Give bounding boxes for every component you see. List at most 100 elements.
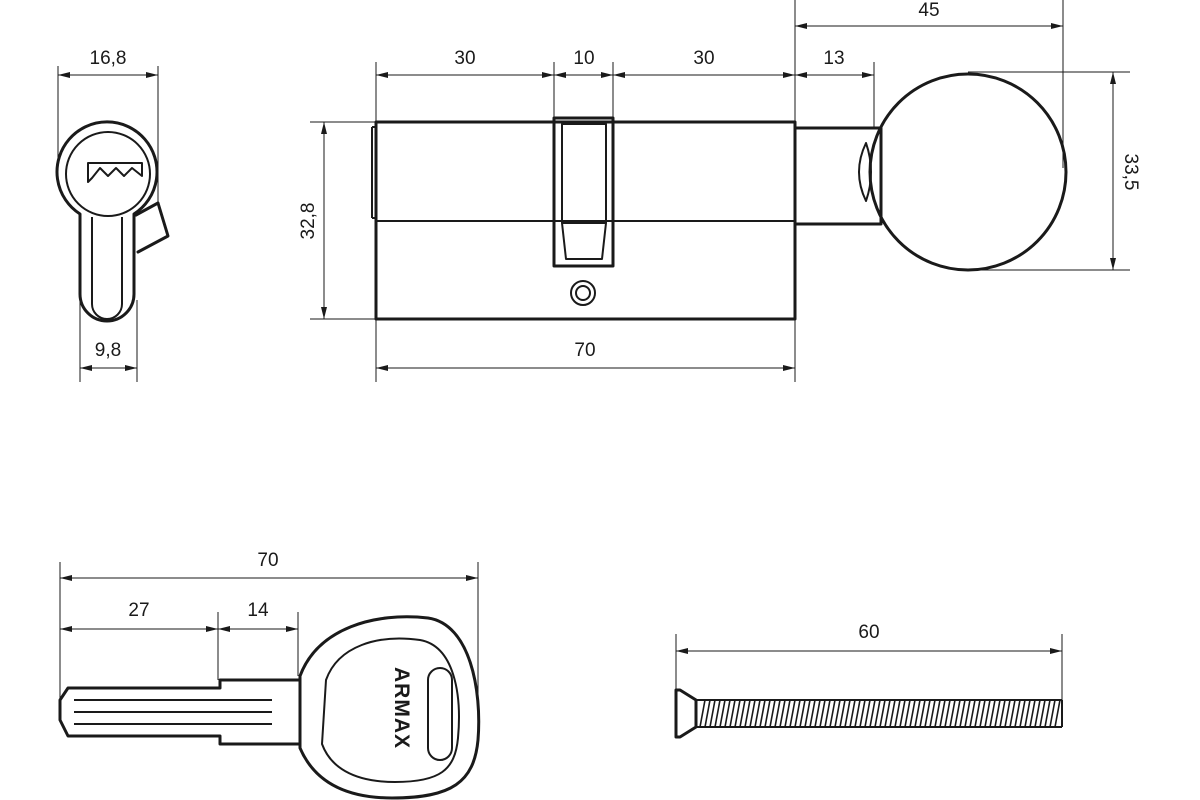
- thread-line: [969, 699, 976, 728]
- keyway-profile: [87, 162, 143, 183]
- thread-line: [904, 699, 911, 728]
- dim-body-right: 30: [693, 48, 714, 69]
- cylinder-side-view: 30 10 30 13 45 32,8 33,5 70: [298, 0, 1141, 382]
- thread-line: [754, 699, 761, 728]
- dim-body-left: 30: [454, 48, 475, 69]
- thread-line: [1009, 699, 1016, 728]
- thread-line: [699, 699, 706, 728]
- thread-line: [1044, 699, 1051, 728]
- cam-inner: [561, 123, 607, 260]
- thread-line: [844, 699, 851, 728]
- thread-line: [884, 699, 891, 728]
- cylinder-profile-view: 16,8 9,8: [55, 48, 170, 382]
- knob-thumbturn: [868, 72, 1068, 272]
- dim-key-total: 70: [257, 550, 278, 571]
- thread-line: [979, 699, 986, 728]
- thread-line: [709, 699, 716, 728]
- thread-line: [729, 699, 736, 728]
- thread-line: [824, 699, 831, 728]
- dim-profile-width: 16,8: [90, 48, 127, 69]
- thread-line: [994, 699, 1001, 728]
- thread-line: [854, 699, 861, 728]
- dim-key-part2: 14: [247, 600, 269, 621]
- thread-line: [739, 699, 746, 728]
- thread-line: [1039, 699, 1046, 728]
- thread-line: [834, 699, 841, 728]
- thread-line: [849, 699, 856, 728]
- thread-line: [909, 699, 916, 728]
- dim-knob-stem: 13: [823, 48, 844, 69]
- thread-line: [929, 699, 936, 728]
- thread-line: [1034, 699, 1041, 728]
- key-hole: [427, 667, 453, 761]
- profile-outline: [55, 120, 159, 323]
- thread-line: [799, 699, 806, 728]
- thread-line: [879, 699, 886, 728]
- key-brand-logo: ARMAX: [390, 667, 413, 749]
- thread-line: [989, 699, 996, 728]
- thread-line: [889, 699, 896, 728]
- thread-line: [1024, 699, 1031, 728]
- dim-key-part1: 27: [128, 600, 149, 621]
- thread-line: [814, 699, 821, 728]
- thread-line: [1004, 699, 1011, 728]
- thread-line: [769, 699, 776, 728]
- screw-hole-inner: [575, 285, 591, 301]
- screw-view: 60: [674, 622, 1063, 739]
- dim-profile-bottom-width: 9,8: [95, 340, 121, 361]
- thread-line: [964, 699, 971, 728]
- thread-line: [784, 699, 791, 728]
- dim-cam-width: 10: [573, 48, 594, 69]
- thread-line: [1019, 699, 1026, 728]
- dim-knob-diameter: 33,5: [1120, 154, 1141, 191]
- screw-threads: [699, 699, 1061, 728]
- key-blade: [58, 678, 302, 746]
- thread-line: [734, 699, 741, 728]
- thread-line: [829, 699, 836, 728]
- thread-line: [759, 699, 766, 728]
- keyway-ring: [65, 131, 151, 217]
- thread-line: [974, 699, 981, 728]
- thread-line: [789, 699, 796, 728]
- dim-body-height: 32,8: [298, 203, 319, 240]
- thread-line: [804, 699, 811, 728]
- key-bow: [298, 615, 481, 800]
- thread-line: [869, 699, 876, 728]
- thread-line: [704, 699, 711, 728]
- thread-line: [874, 699, 881, 728]
- knob-grip-mark: [858, 142, 872, 202]
- thread-line: [864, 699, 871, 728]
- key-view: ARMAX 70 27 14: [58, 550, 481, 800]
- thread-line: [1054, 699, 1061, 728]
- thread-line: [764, 699, 771, 728]
- thread-line: [809, 699, 816, 728]
- thread-line: [774, 699, 781, 728]
- thread-line: [839, 699, 846, 728]
- thread-line: [744, 699, 751, 728]
- thread-line: [714, 699, 721, 728]
- dim-screw-length: 60: [858, 622, 879, 643]
- thread-line: [1014, 699, 1021, 728]
- thread-line: [954, 699, 961, 728]
- screw-head: [674, 688, 698, 739]
- screw-hole-outer: [570, 280, 596, 306]
- dim-knob-total: 45: [918, 0, 939, 21]
- thread-line: [1029, 699, 1036, 728]
- keyway-slot: [91, 217, 123, 320]
- thread-line: [999, 699, 1006, 728]
- cam-block: [552, 116, 615, 268]
- thread-line: [944, 699, 951, 728]
- thread-line: [779, 699, 786, 728]
- thread-line: [719, 699, 726, 728]
- dim-body-total: 70: [574, 340, 595, 361]
- thread-line: [914, 699, 921, 728]
- thread-line: [1049, 699, 1056, 728]
- key-bow-inner: [321, 637, 460, 783]
- thread-line: [724, 699, 731, 728]
- thread-line: [819, 699, 826, 728]
- thread-line: [794, 699, 801, 728]
- thread-line: [939, 699, 946, 728]
- thread-line: [899, 699, 906, 728]
- cam-lever: [134, 201, 170, 254]
